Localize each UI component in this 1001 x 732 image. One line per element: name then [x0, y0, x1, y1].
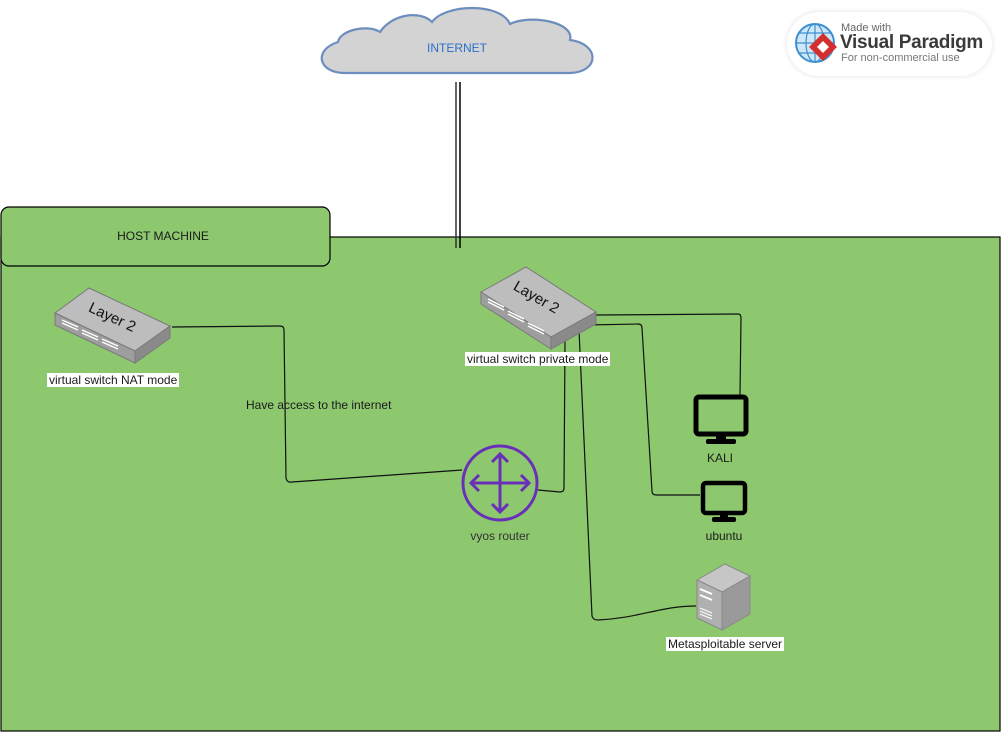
router-icon: [461, 444, 539, 522]
nat-switch-label: virtual switch NAT mode: [47, 373, 180, 387]
internet-label: INTERNET: [427, 41, 487, 55]
host-machine-tab: [0, 206, 331, 267]
private-switch-icon: Layer 2: [480, 266, 597, 350]
visual-paradigm-logo-icon: [795, 23, 837, 63]
host-machine-label: HOST MACHINE: [117, 229, 209, 243]
edge-router-private: [537, 339, 566, 493]
edge-nat-router: [171, 325, 463, 483]
router-label: vyos router: [470, 529, 530, 543]
kali-label: KALI: [706, 451, 734, 465]
metasploitable-label: Metasploitable server: [666, 637, 785, 651]
internet-cloud-icon: [320, 7, 594, 75]
visual-paradigm-watermark: Made with Visual Paradigm For non-commer…: [787, 12, 992, 76]
watermark-line2: Visual Paradigm: [840, 32, 983, 53]
watermark-line1: Made with: [841, 22, 892, 34]
ubuntu-monitor-icon: [700, 480, 748, 522]
internet-link: [455, 82, 461, 248]
private-switch-label: virtual switch private mode: [465, 352, 611, 366]
nat-switch-icon: Layer 2: [54, 287, 171, 364]
ubuntu-label: ubuntu: [705, 529, 743, 543]
kali-monitor-icon: [693, 394, 749, 444]
edge-private-metasploitable: [578, 329, 697, 621]
watermark-line3: For non-commercial use: [841, 52, 960, 64]
edge-private-kali: [595, 313, 742, 396]
server-icon: [695, 563, 752, 631]
edge-label-internet-access: Have access to the internet: [246, 398, 392, 412]
connections: [171, 313, 742, 621]
edge-private-ubuntu: [585, 323, 700, 496]
